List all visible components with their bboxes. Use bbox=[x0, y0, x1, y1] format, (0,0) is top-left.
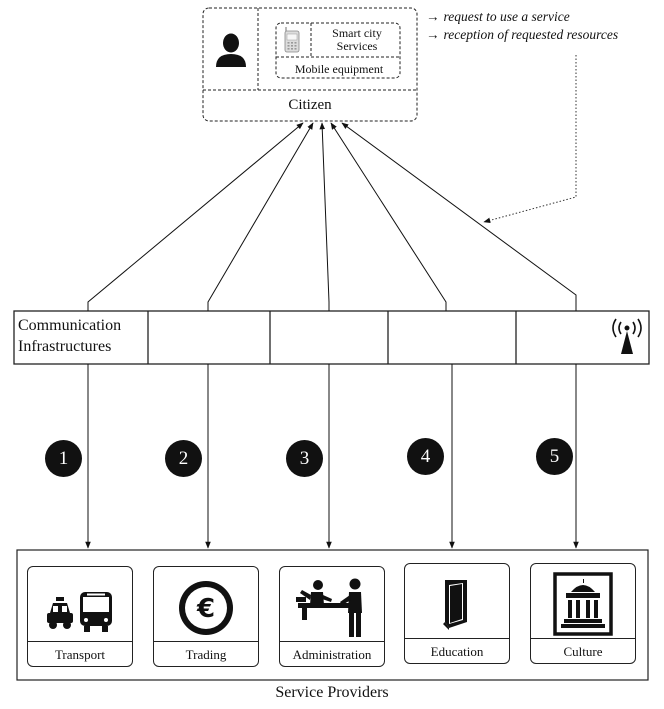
step-3: 3 bbox=[286, 440, 323, 477]
arrow-right-icon: → bbox=[426, 27, 440, 42]
communication-infrastructures-label: Communication Infrastructures bbox=[18, 317, 122, 355]
smart-city-services-label: Smart city Services bbox=[332, 26, 382, 53]
providers-box bbox=[16, 549, 649, 681]
step-4: 4 bbox=[407, 438, 444, 475]
phone-icon bbox=[284, 27, 300, 53]
step-2: 2 bbox=[165, 440, 202, 477]
step-1: 1 bbox=[45, 440, 82, 477]
citizen-label: Citizen bbox=[288, 97, 332, 113]
delivery-arrows bbox=[85, 364, 579, 549]
communication-bar bbox=[13, 310, 650, 365]
museum-icon bbox=[553, 572, 613, 636]
euro-icon: € bbox=[179, 581, 233, 635]
provider-label: Transport bbox=[54, 647, 106, 662]
provider-label: Trading bbox=[185, 647, 227, 662]
provider-label: Education bbox=[430, 644, 484, 659]
legend-request-text: request to use a service bbox=[443, 9, 570, 24]
arrow-right-icon: → bbox=[426, 9, 440, 24]
provider-culture: Culture bbox=[530, 563, 636, 664]
service-providers-title: Service Providers bbox=[275, 684, 389, 701]
transport-icon bbox=[47, 592, 112, 632]
provider-label: Administration bbox=[292, 647, 372, 662]
provider-education: Education bbox=[404, 563, 510, 664]
legend-reception-text: reception of requested resources bbox=[443, 27, 619, 42]
step-5: 5 bbox=[536, 438, 573, 475]
dotted-legend-connector bbox=[483, 55, 577, 224]
book-icon bbox=[443, 580, 467, 630]
antenna-icon bbox=[612, 318, 642, 354]
provider-transport: Transport bbox=[27, 566, 133, 667]
citizen-box bbox=[202, 7, 418, 122]
svg-text:€: € bbox=[196, 594, 215, 624]
legend-request: →request to use a service bbox=[426, 9, 570, 25]
provider-label: Culture bbox=[563, 644, 603, 659]
request-arrows bbox=[87, 122, 577, 311]
mobile-equipment-box bbox=[275, 22, 401, 79]
legend-reception: →reception of requested resources bbox=[426, 27, 618, 43]
person-icon bbox=[216, 33, 246, 67]
provider-trading: € Trading bbox=[153, 566, 259, 667]
mobile-equipment-label: Mobile equipment bbox=[294, 62, 384, 76]
administration-icon bbox=[296, 578, 362, 637]
provider-administration: Administration bbox=[279, 566, 385, 667]
